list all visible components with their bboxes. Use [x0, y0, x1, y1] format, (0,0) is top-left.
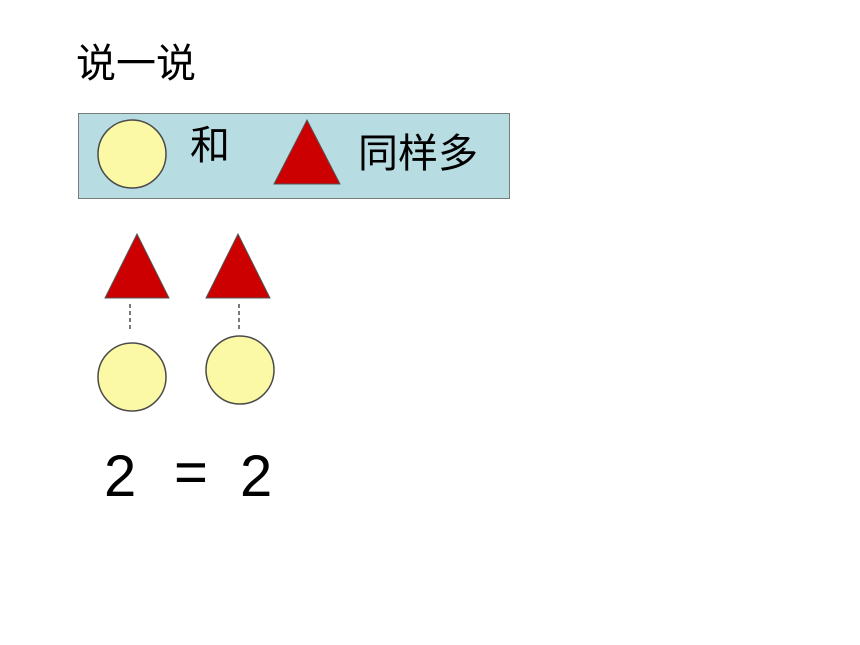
circle-icon: [97, 119, 167, 189]
equation-left-number: 2: [104, 444, 137, 509]
slide-title: 说一说: [76, 41, 196, 87]
banner-statement-text: 同样多: [358, 131, 478, 177]
match-connector-line-1: [129, 304, 131, 332]
equation-right-number: 2: [240, 444, 273, 509]
triangle-icon: [273, 118, 341, 185]
match-connector-line-2: [238, 304, 240, 332]
triangle-icon-2: [205, 232, 271, 299]
circle-icon-2: [205, 335, 275, 405]
banner-connector-text: 和: [190, 123, 230, 169]
triangle-icon-1: [104, 232, 170, 299]
equation-equals-sign: =: [174, 440, 208, 505]
circle-icon-1: [97, 342, 167, 412]
